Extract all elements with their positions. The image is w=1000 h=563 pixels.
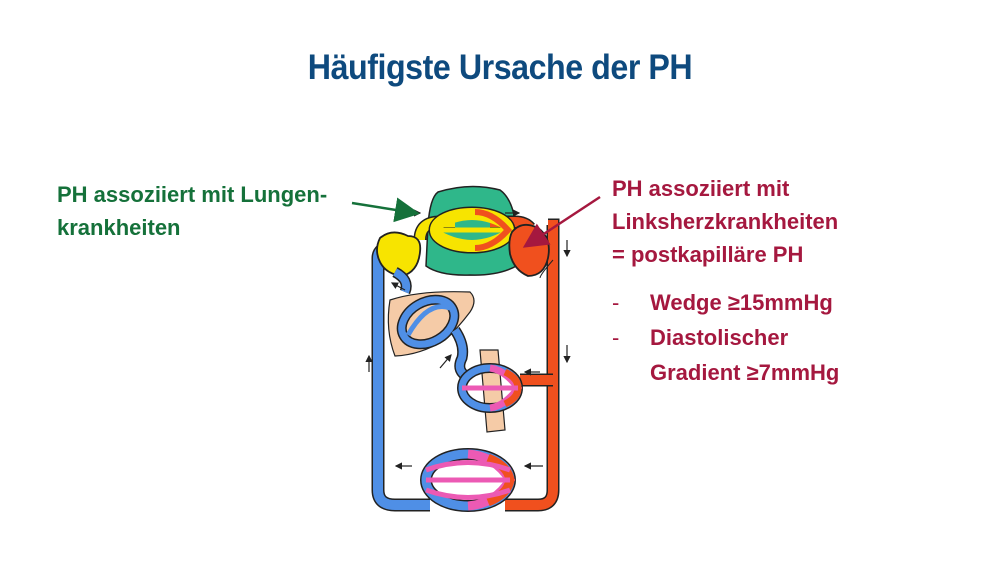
criteria-text: Wedge ≥15mmHg	[650, 290, 833, 315]
heart-right-atrium	[376, 231, 422, 277]
bullet-dash: -	[612, 290, 620, 315]
heart-left-atrium	[508, 223, 550, 277]
left-heart-label-line1: PH assoziiert mit	[612, 176, 790, 201]
bullet-dash: -	[612, 325, 620, 350]
left-heart-disease-label: PH assoziiert mit Linksherzkrankheiten =…	[612, 172, 982, 390]
criteria-text: Diastolischer	[650, 325, 789, 350]
left-heart-label-line3: = postkapilläre PH	[612, 242, 804, 267]
criteria-text: Gradient ≥7mmHg	[650, 360, 840, 385]
intestine-shape	[479, 349, 506, 433]
left-heart-callout-arrow	[522, 195, 601, 248]
lung-disease-label-line2: krankheiten	[57, 215, 181, 240]
lung-disease-label-line1: PH assoziiert mit Lungen-	[57, 182, 328, 207]
left-heart-label-line2: Linksherzkrankheiten	[612, 209, 839, 234]
slide-title: Häufigste Ursache der PH	[307, 48, 693, 87]
lung-disease-label: PH assoziiert mit Lungen- krankheiten	[57, 178, 377, 244]
criteria-item-wedge: - Wedge ≥15mmHg	[612, 285, 982, 320]
criteria-item-gradient: - Diastolischer Gradient ≥7mmHg	[612, 320, 982, 390]
criteria-list: - Wedge ≥15mmHg - Diastolischer Gradient…	[612, 285, 982, 390]
criteria-text-wrap: Diastolischer Gradient ≥7mmHg	[650, 320, 839, 390]
lung-callout-arrow	[351, 197, 420, 223]
